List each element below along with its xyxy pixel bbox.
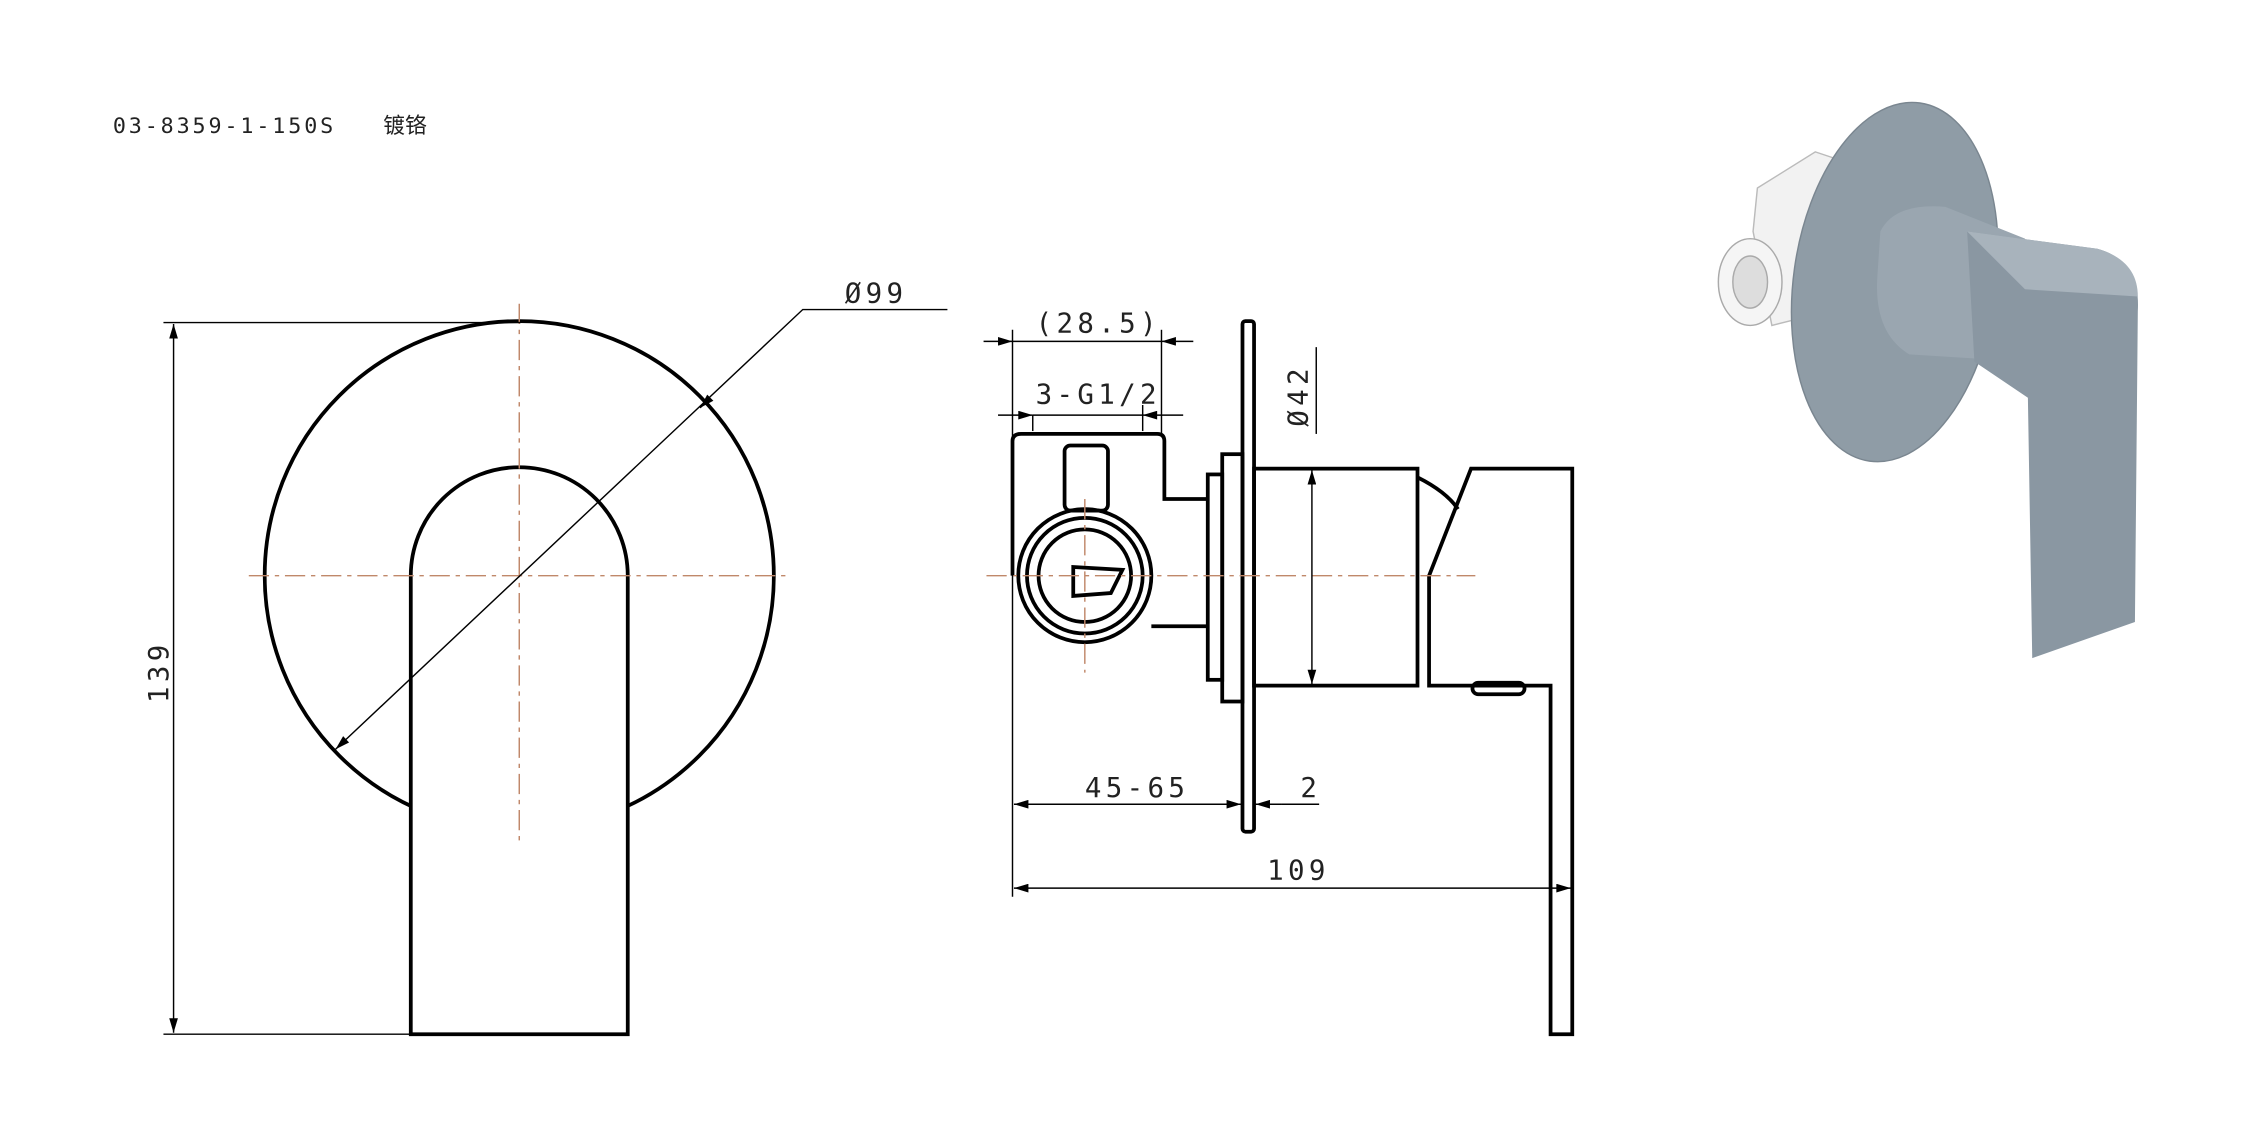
body-diameter-dim: Ø42 [1283,364,1315,427]
part-number: 03-8359-1-150S [113,114,336,139]
plate-thickness-dim: 2 [1300,772,1321,804]
product-render [1717,101,2139,659]
front-view: 139 Ø99 [143,277,948,1037]
finish-label: 镀铬 [383,114,427,139]
valve-body [1252,466,1420,688]
valve-housing [1010,432,1208,629]
overall-dim: (28.5) [1036,308,1161,340]
wall-depth-dim: 45-65 [1085,772,1189,804]
side-view: (28.5) 3-G1/2 Ø42 45-65 2 109 [983,308,1575,1037]
height-dim: 139 [143,640,175,703]
lever-side [1427,466,1575,1037]
total-depth-dim: 109 [1267,854,1330,886]
diameter-leader [335,308,948,750]
thread-dim: 3-G1/2 [1036,379,1161,411]
diameter-dim: Ø99 [845,277,908,309]
flange [1220,452,1245,704]
